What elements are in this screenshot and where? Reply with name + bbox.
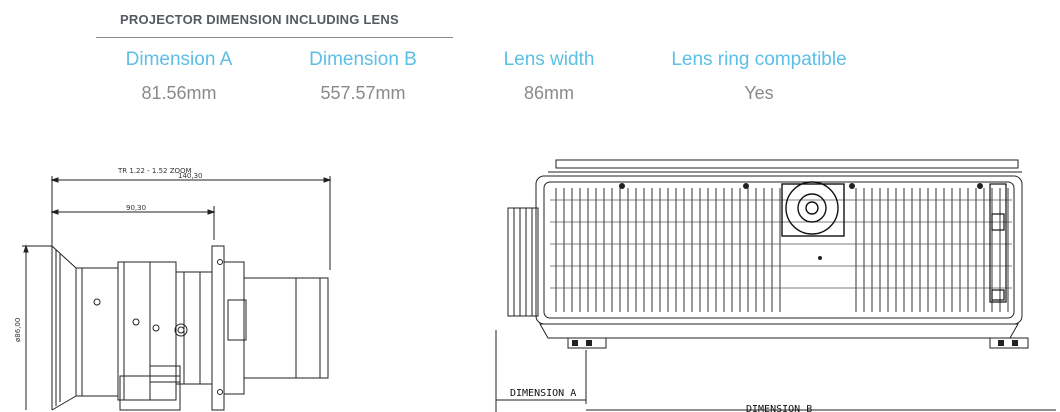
lens-zoom-label: TR 1.22 - 1.52 ZOOM (117, 167, 192, 175)
spec-lens-ring: Lens ring compatible Yes (646, 49, 872, 104)
spec-value: Yes (744, 83, 774, 103)
spec-label: Lens width (503, 49, 595, 70)
section-title: PROJECTOR DIMENSION INCLUDING LENS (120, 12, 399, 27)
lens-partial-length: 90,30 (126, 204, 146, 212)
dimension-a-label: DIMENSION A (510, 388, 576, 399)
spec-dimension-b: Dimension B 557.57mm (290, 49, 436, 104)
spec-label: Lens ring compatible (671, 49, 847, 70)
spec-value: 86mm (523, 83, 574, 103)
lens-diameter: ø86,00 (14, 318, 22, 342)
spec-value: 557.57mm (320, 83, 406, 103)
spec-value: 81.56mm (141, 83, 217, 103)
lens-overall-length: 140,30 (178, 172, 203, 180)
spec-lens-width: Lens width 86mm (486, 49, 612, 104)
projector-vent-slats (555, 188, 1009, 312)
spec-label: Dimension B (309, 49, 417, 70)
lens-drawing: TR 1.22 - 1.52 ZOOM 140,30 90,30 ø86,00 (14, 167, 332, 411)
spec-label: Dimension A (125, 49, 233, 70)
dimension-b-label: DIMENSION B (746, 404, 812, 412)
spec-dimension-a: Dimension A 81.56mm (108, 49, 250, 104)
section-title-rule (96, 37, 453, 38)
